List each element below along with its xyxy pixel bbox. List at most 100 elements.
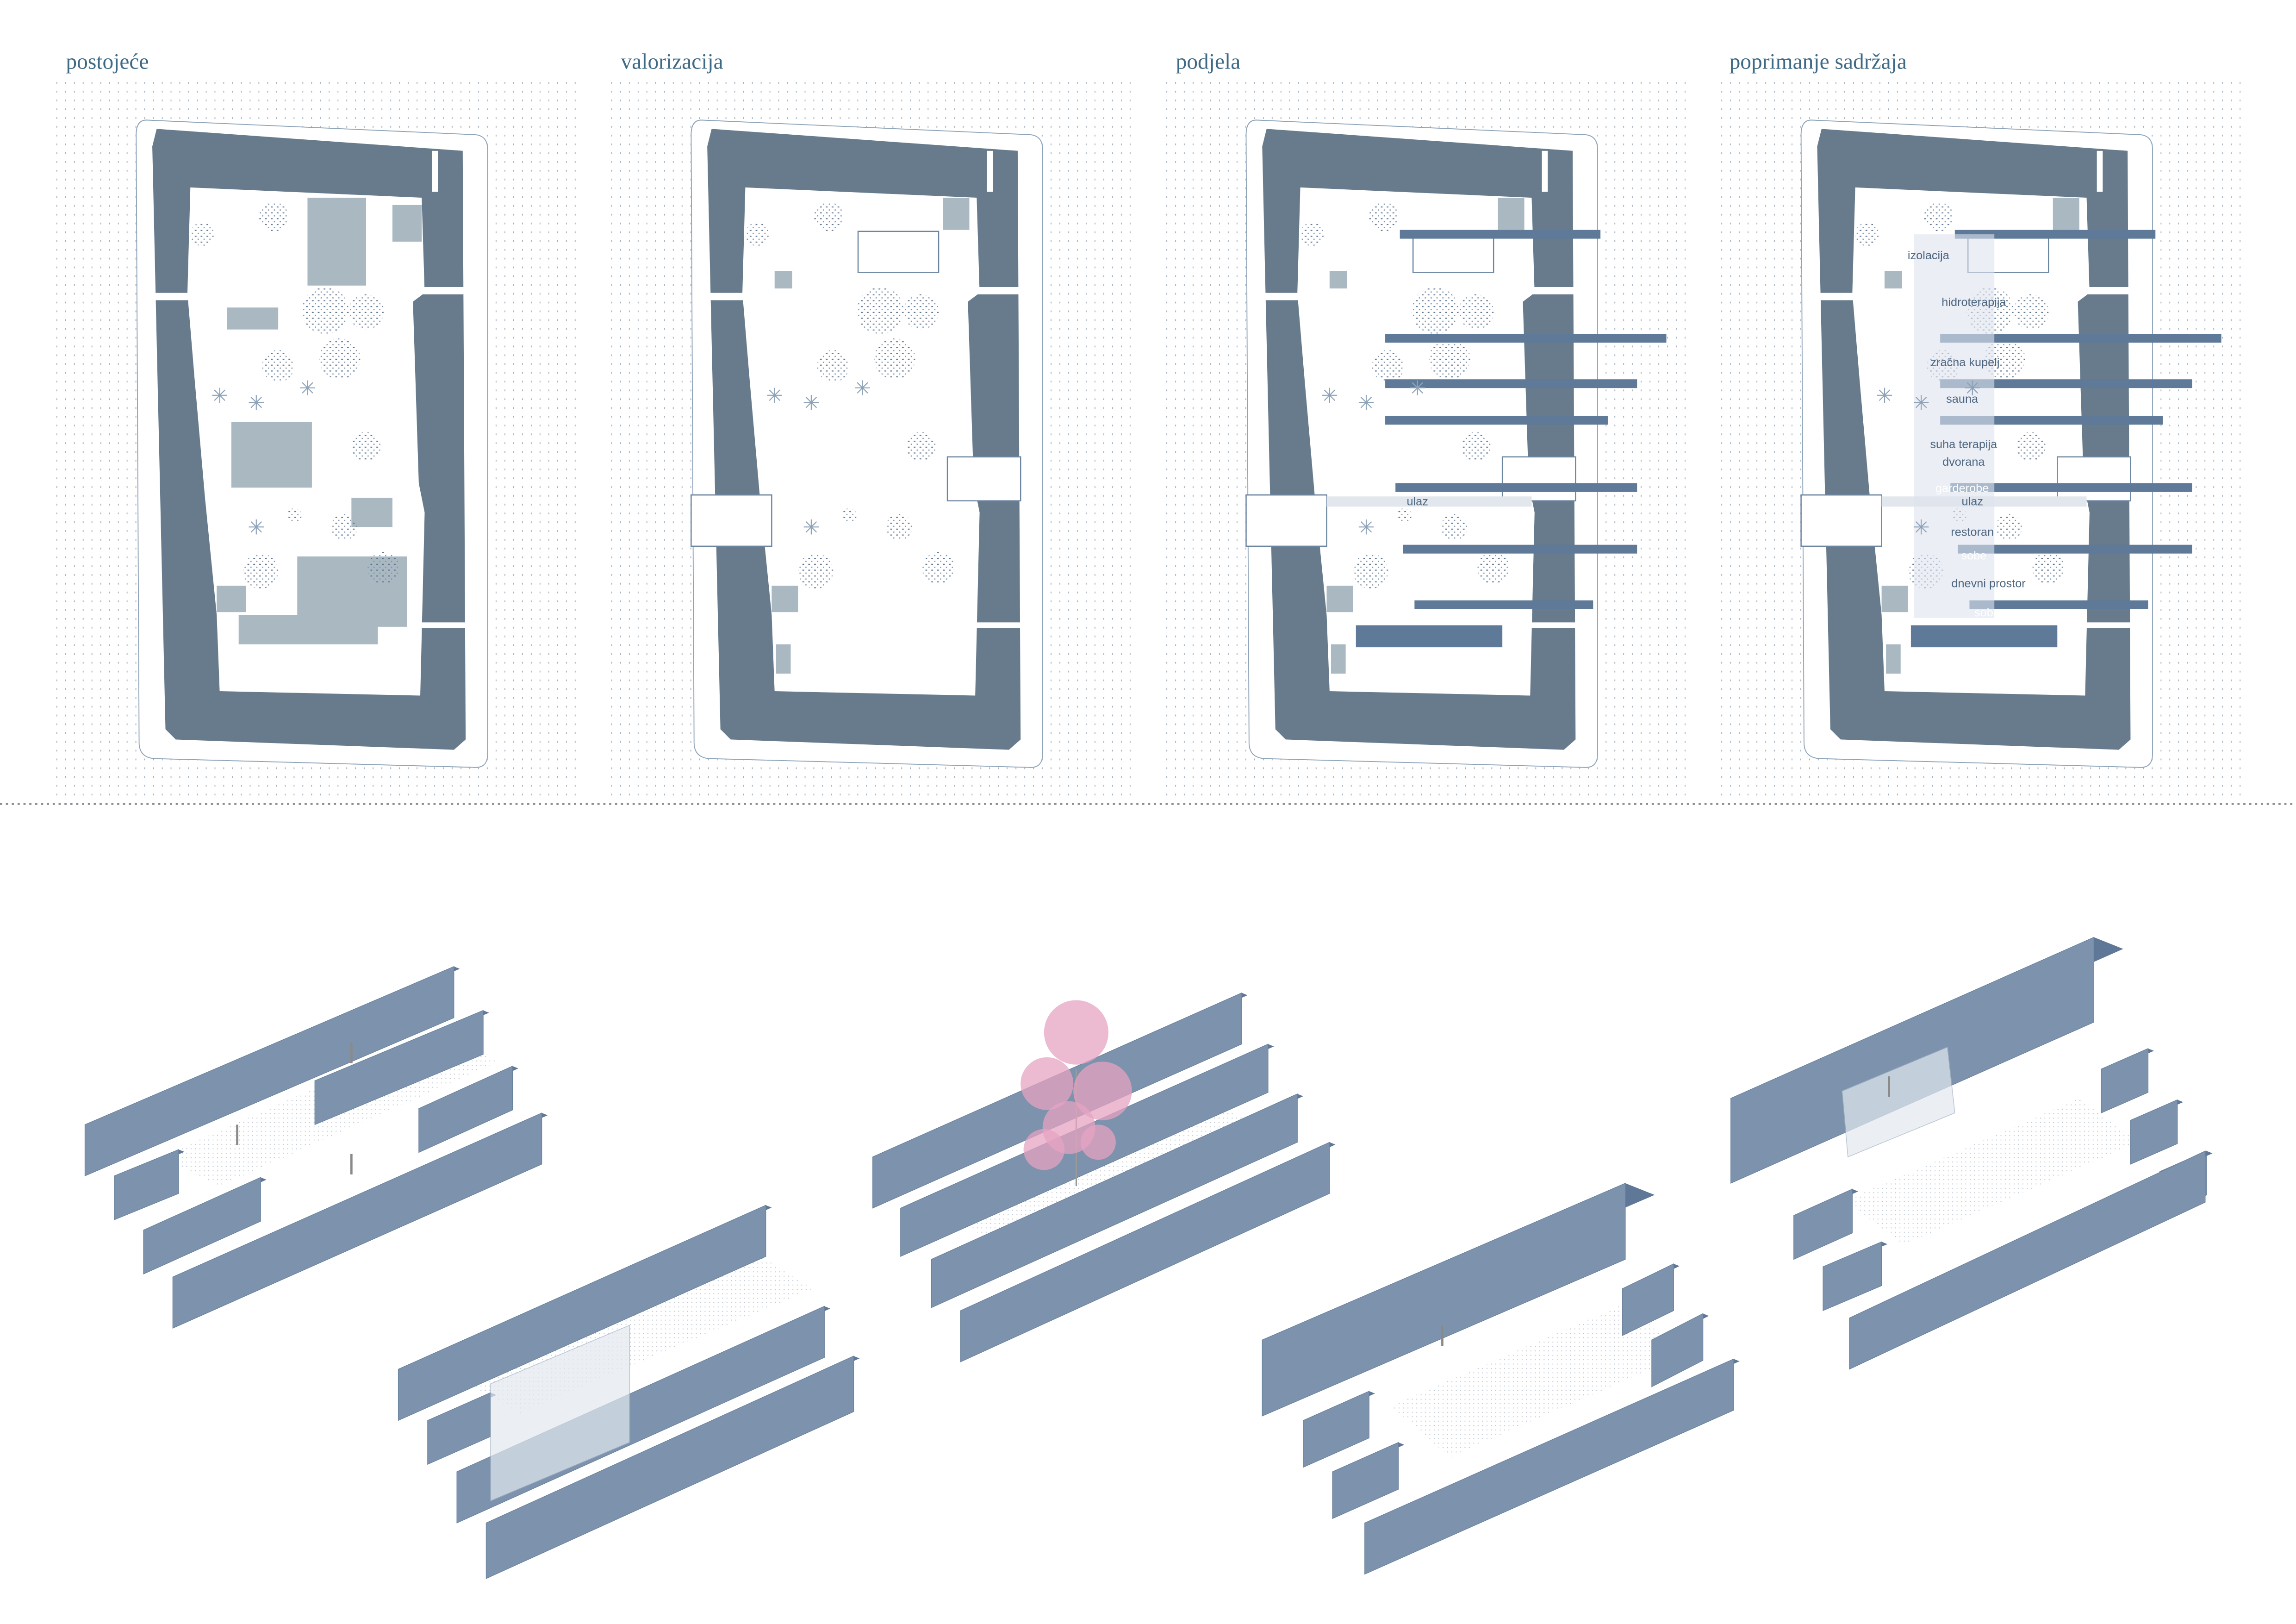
historic-building-plan <box>691 494 772 547</box>
partition-bar <box>1969 600 2148 609</box>
tree-canopy <box>331 514 357 541</box>
tree-canopy <box>1441 514 1468 541</box>
site-plan-4: ✳✳✳✳ <box>1720 80 2244 798</box>
kept-building <box>772 586 798 612</box>
label-zracna-kupelj: zračna kupelj <box>1930 356 1999 369</box>
wall-face <box>1622 1263 1674 1336</box>
palm-tree-icon: ✳ <box>248 517 265 539</box>
historic-building-plan <box>1245 494 1327 547</box>
wall-face <box>84 966 454 1177</box>
kept-building <box>2053 198 2079 230</box>
passage <box>987 150 993 192</box>
historic-building-plan <box>2057 456 2131 502</box>
partition-block <box>1910 625 2058 648</box>
partition-bar <box>1385 416 1608 425</box>
tree-canopy <box>874 338 915 380</box>
tree-canopy <box>1855 222 1879 246</box>
courtyard-floor <box>952 1101 1259 1245</box>
kept-building <box>1331 644 1346 674</box>
palm-tree-icon: ✳ <box>211 385 228 407</box>
existing-building <box>351 498 392 527</box>
tree-canopy <box>1924 202 1954 231</box>
wall-face <box>485 1355 854 1579</box>
existing-building <box>392 205 422 242</box>
passage <box>968 622 1021 629</box>
kept-building <box>774 271 792 289</box>
existing-building <box>227 307 279 330</box>
label-garderobe: garderobe <box>1935 482 1989 495</box>
passage <box>413 287 466 294</box>
entrance-strip <box>1326 496 1532 507</box>
partition-bar <box>1395 483 1637 492</box>
tree-canopy <box>886 514 913 541</box>
tree-canopy <box>842 508 857 523</box>
courtyard-floor <box>1391 1303 1684 1457</box>
panel-title-podjela: podjela <box>1176 50 1241 74</box>
partition-bar <box>1385 334 1667 343</box>
blossom-tree-canopy <box>1073 1062 1132 1120</box>
wall-face <box>1651 1313 1704 1387</box>
historic-building-plan <box>857 231 940 273</box>
kept-building <box>1326 586 1353 612</box>
kept-building <box>1884 271 1902 289</box>
palm-tree-icon: ✳ <box>299 377 316 400</box>
partition-block <box>1356 625 1503 648</box>
tree-canopy <box>1372 350 1405 382</box>
wall-face <box>1364 1358 1734 1575</box>
palm-tree-icon: ✳ <box>1876 385 1893 407</box>
wall-face <box>1262 1182 1626 1417</box>
passage <box>1523 287 1576 294</box>
partition-bar <box>1958 544 2192 554</box>
palm-tree-icon: ✳ <box>1964 377 1981 400</box>
passage <box>413 622 466 629</box>
tree-canopy <box>798 553 834 589</box>
label-dvorana: dvorana <box>1942 456 1985 468</box>
tree-canopy <box>2032 552 2065 585</box>
partition-bar <box>1403 544 1637 554</box>
kept-building <box>1329 271 1347 289</box>
partition-bar <box>1400 230 1601 239</box>
blossom-tree-canopy <box>1020 1057 1074 1110</box>
blossom-tree-canopy <box>1044 1000 1109 1065</box>
partition-bar <box>1940 379 2192 388</box>
tree-canopy <box>814 202 844 231</box>
passage <box>2078 622 2131 629</box>
wall-face <box>314 1010 484 1125</box>
passage <box>2078 287 2131 294</box>
label-suha-terapija: suha terapija <box>1930 438 1997 451</box>
kept-building <box>776 644 791 674</box>
tree-canopy <box>1996 514 2022 541</box>
palm-tree-icon: ✳ <box>1409 377 1426 400</box>
partition-bar <box>1414 600 1593 609</box>
palm-tree-icon: ✳ <box>766 385 783 407</box>
wall-face <box>418 1065 513 1153</box>
passage <box>1542 150 1548 192</box>
historic-building-plan <box>1800 494 1882 547</box>
palm-tree-icon: ✳ <box>1321 385 1338 407</box>
tree-canopy <box>259 202 289 231</box>
kept-building <box>1881 586 1908 612</box>
tree-canopy <box>906 432 936 462</box>
tree-canopy <box>817 350 850 382</box>
label-ulaz-podjela: ulaz <box>1406 495 1428 508</box>
axo-step-4 <box>1262 1182 1740 1575</box>
wall-face <box>2130 1099 2178 1165</box>
tree-canopy <box>1353 553 1388 589</box>
tree-canopy <box>348 294 384 330</box>
passage <box>707 293 752 300</box>
label-ulaz: ulaz <box>1962 495 1983 508</box>
passage <box>2097 150 2103 192</box>
wall-face <box>1730 937 2095 1184</box>
partition-bar <box>1385 379 1637 388</box>
palm-tree-icon: ✳ <box>803 517 820 539</box>
tree-canopy <box>319 338 361 380</box>
tree-canopy <box>367 552 400 585</box>
tree-canopy <box>1412 287 1459 334</box>
existing-building <box>238 615 378 644</box>
tree-canopy <box>1300 222 1324 246</box>
wall-face <box>2101 1048 2149 1114</box>
tree-canopy <box>262 350 294 382</box>
blossom-tree-canopy <box>1023 1129 1065 1170</box>
wall-face <box>143 1177 261 1274</box>
